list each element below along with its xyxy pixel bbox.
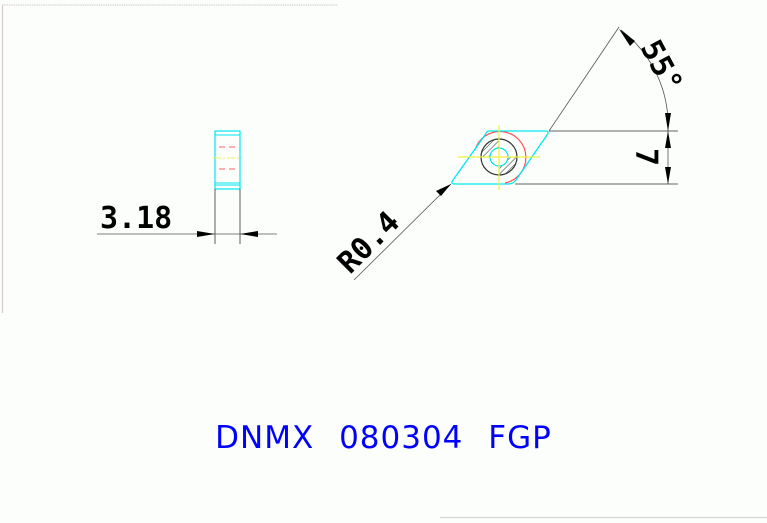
insert-designation: DNMX 080304 FGP: [215, 420, 552, 456]
radius-dimension: R0.4: [331, 183, 452, 281]
height-dimension: 7: [628, 131, 671, 184]
thickness-dimension: 3.18: [97, 189, 277, 244]
height-label: 7: [628, 148, 663, 166]
radius-label: R0.4: [331, 205, 407, 281]
drawing-frame: [1, 4, 767, 519]
top-view: [451, 125, 549, 190]
thickness-label: 3.18: [100, 201, 172, 236]
angle-label: 55°: [633, 34, 689, 98]
side-view: [213, 130, 242, 190]
